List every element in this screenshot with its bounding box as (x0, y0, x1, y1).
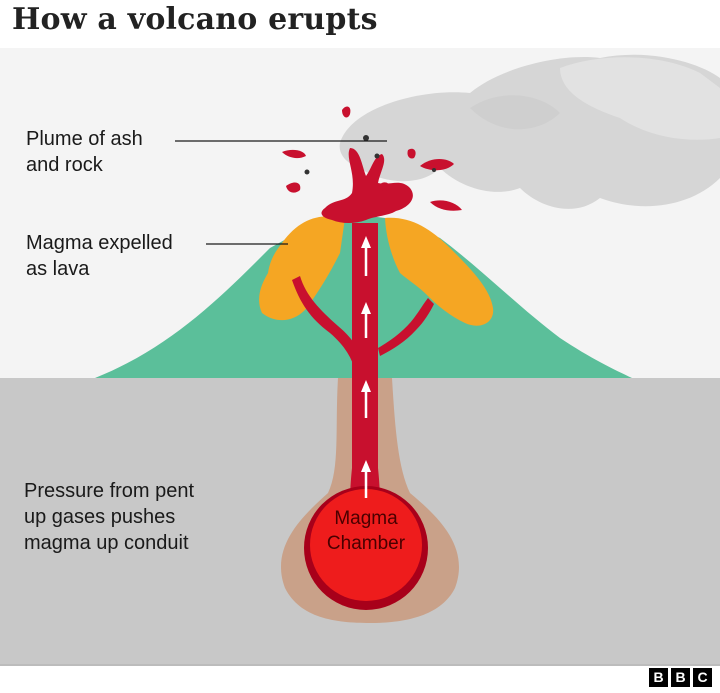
eruption-splash (321, 148, 413, 223)
lava-flow-right (385, 217, 494, 326)
page-title: How a volcano erupts (12, 2, 378, 37)
magma-chamber-label: Magma Chamber (296, 506, 436, 556)
pressure-label: Pressure from pent up gases pushes magma… (24, 478, 194, 556)
volcano-illustration (0, 48, 720, 666)
rock-specks (304, 135, 436, 175)
lava-label-line2: as lava (26, 258, 90, 280)
main-conduit (350, 223, 380, 508)
magma-chamber (310, 489, 422, 601)
plume-label-line1: Plume of ash (26, 128, 143, 150)
pressure-label-line3: magma up conduit (24, 532, 189, 554)
plume-label: Plume of ash and rock (26, 126, 143, 178)
bbc-logo-letter-3: C (693, 668, 712, 687)
upward-arrows (361, 236, 371, 498)
side-vent-left (292, 276, 364, 373)
bbc-logo-letter-1: B (649, 668, 668, 687)
lava-flow-left (259, 216, 345, 321)
volcano-diagram: Plume of ash and rock Magma expelled as … (0, 48, 720, 666)
lava-label: Magma expelled as lava (26, 230, 173, 282)
chamber-label-line1: Magma (334, 508, 398, 529)
lava-label-line1: Magma expelled (26, 232, 173, 254)
bbc-logo-letter-2: B (671, 668, 690, 687)
plume-label-line2: and rock (26, 154, 103, 176)
bbc-logo: B B C (649, 668, 712, 687)
magma-blobs (282, 106, 462, 211)
chamber-label-line2: Chamber (326, 533, 406, 554)
pressure-label-line1: Pressure from pent (24, 480, 195, 502)
side-vent-right (378, 298, 434, 356)
pressure-label-line2: up gases pushes (24, 506, 176, 528)
